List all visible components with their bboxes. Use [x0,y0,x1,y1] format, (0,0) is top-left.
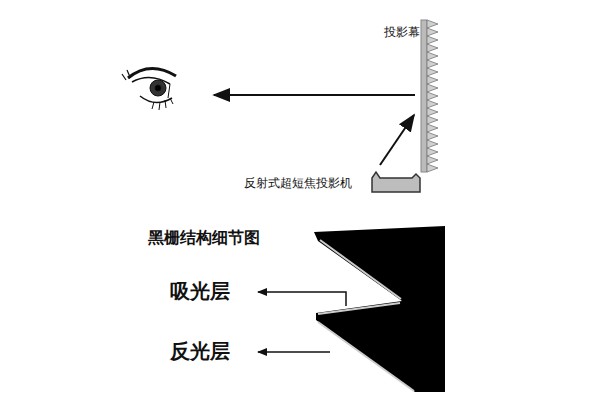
eye [122,68,176,110]
leader-line [258,351,330,353]
light-ray [380,115,414,165]
light-ray [214,94,415,96]
projection-screen [421,20,438,172]
detail-title: 黑栅结构细节图 [148,228,260,247]
projector-label: 反射式超短焦投影机 [244,176,352,190]
leader-line [258,292,346,306]
part-label: 反光层 [170,339,230,363]
projector [372,172,420,192]
black-grating [314,226,445,392]
screen-label: 投影幕 [384,25,420,39]
part-label: 吸光层 [170,279,230,303]
